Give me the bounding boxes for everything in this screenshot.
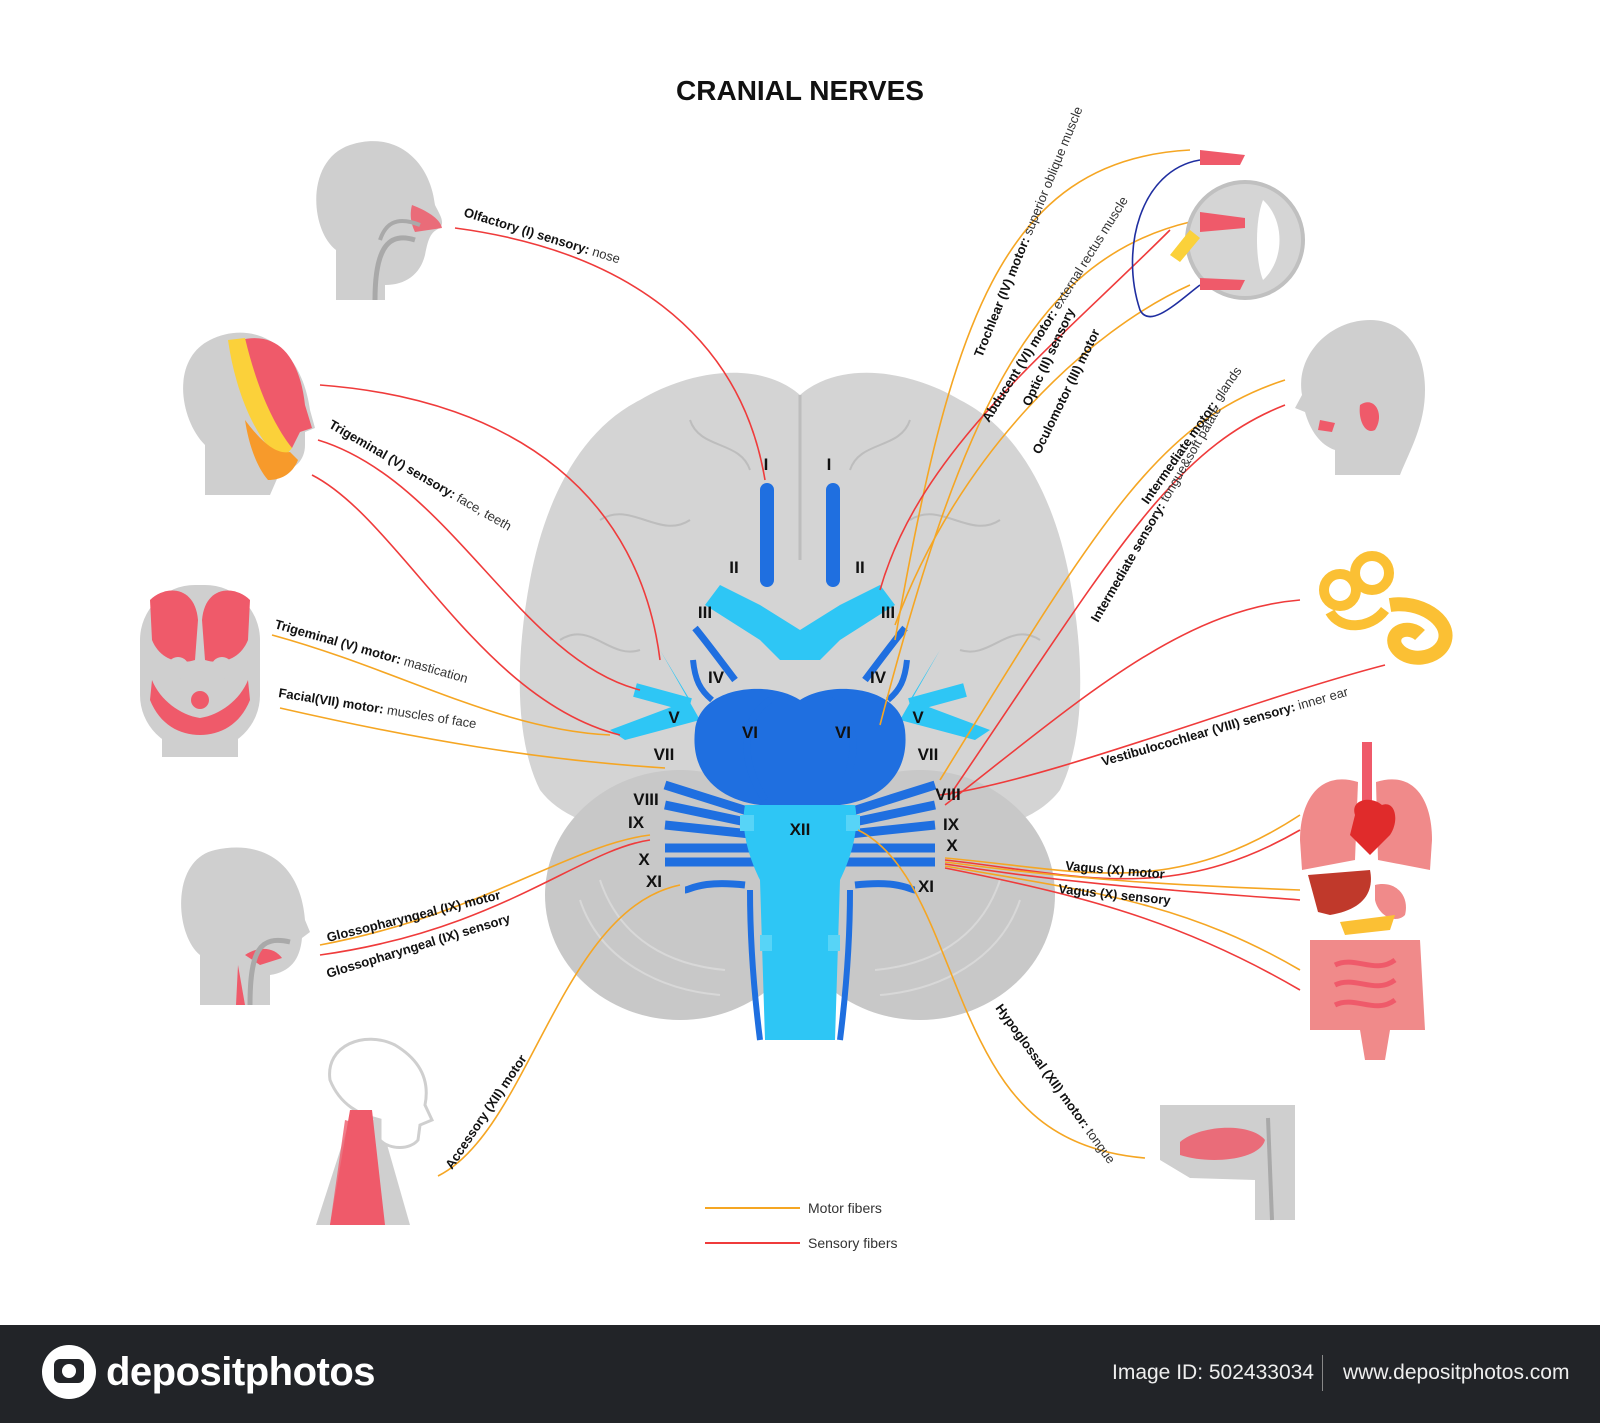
numeral-XI-left: XI xyxy=(646,872,662,891)
numeral-V-right: V xyxy=(912,708,924,727)
numeral-VIII-right: VIII xyxy=(935,785,961,804)
label-trigeminal-motor: Trigeminal (V) motor: mastication xyxy=(273,616,469,686)
legend-sensory-label: Sensory fibers xyxy=(808,1235,897,1251)
inner-ear-illustration xyxy=(1319,551,1453,665)
tongue-illustration xyxy=(1160,1105,1295,1221)
numeral-V-left: V xyxy=(668,708,680,727)
label-olfactory: Olfactory (I) sensory: nose xyxy=(462,205,622,267)
mastication-face-illustration xyxy=(140,585,260,757)
numeral-I-left: I xyxy=(764,455,769,474)
numeral-II-left: II xyxy=(729,558,738,577)
organs-illustration xyxy=(1300,742,1432,1060)
label-intermediate-sensory: Intermediate sensory: tongue&soft palate xyxy=(1088,403,1225,625)
numeral-I-right: I xyxy=(827,455,832,474)
numeral-III-left: III xyxy=(698,603,712,622)
numeral-IX-right: IX xyxy=(943,815,960,834)
numeral-VI-left: VI xyxy=(742,723,758,742)
label-trigeminal-sensory: Trigeminal (V) sensory: face, teeth xyxy=(327,417,515,534)
label-facial-motor: Facial(VII) motor: muscles of face xyxy=(278,685,478,731)
brand-logo[interactable]: depositphotos xyxy=(42,1345,376,1399)
legend: Motor fibers Sensory fibers xyxy=(705,1200,897,1251)
cranial-nerves-diagram: CRANIAL NERVES xyxy=(140,75,1453,1251)
nerve-structures xyxy=(610,483,990,1041)
mouth-head-illustration xyxy=(1295,320,1425,475)
nose-head-illustration xyxy=(316,141,443,301)
eye-illustration xyxy=(1170,150,1305,300)
numeral-II-right: II xyxy=(855,558,864,577)
numeral-X-left: X xyxy=(638,850,650,869)
label-vestibulocochlear: Vestibulocochlear (VIII) sensory: inner … xyxy=(1100,684,1351,769)
numeral-IV-left: IV xyxy=(708,668,725,687)
fibers xyxy=(271,149,1386,1177)
site-link[interactable]: www.depositphotos.com xyxy=(1343,1361,1570,1384)
neck-skull-illustration xyxy=(316,1037,435,1225)
nerve-numerals: I I II II III III IV IV V V VI VI VII VI… xyxy=(628,455,961,896)
numeral-VI-right: VI xyxy=(835,723,851,742)
numeral-III-right: III xyxy=(881,603,895,622)
footer-divider xyxy=(1322,1355,1323,1391)
numeral-XI-right: XI xyxy=(918,877,934,896)
image-id: Image ID: 502433034 xyxy=(1112,1361,1314,1384)
label-accessory: Accessory (XII) motor xyxy=(442,1052,530,1172)
camera-logo-icon xyxy=(42,1345,96,1399)
trigeminal-face-illustration xyxy=(183,332,315,495)
numeral-VII-left: VII xyxy=(654,745,675,764)
numeral-X-right: X xyxy=(946,836,958,855)
footer-bar: depositphotos Image ID: 502433034 www.de… xyxy=(0,1325,1600,1423)
numeral-IX-left: IX xyxy=(628,813,645,832)
numeral-VII-right: VII xyxy=(918,745,939,764)
throat-illustration xyxy=(181,847,310,1006)
numeral-VIII-left: VIII xyxy=(633,790,659,809)
label-hypoglossal: Hypoglossal (XII) motor: tongue xyxy=(993,1001,1119,1166)
legend-motor-label: Motor fibers xyxy=(808,1200,882,1216)
numeral-XII: XII xyxy=(790,820,811,839)
page-title: CRANIAL NERVES xyxy=(676,75,924,106)
brand-name: depositphotos xyxy=(106,1349,376,1394)
numeral-IV-right: IV xyxy=(870,668,887,687)
label-glosso-motor: Glossopharyngeal (IX) motor xyxy=(325,887,502,945)
